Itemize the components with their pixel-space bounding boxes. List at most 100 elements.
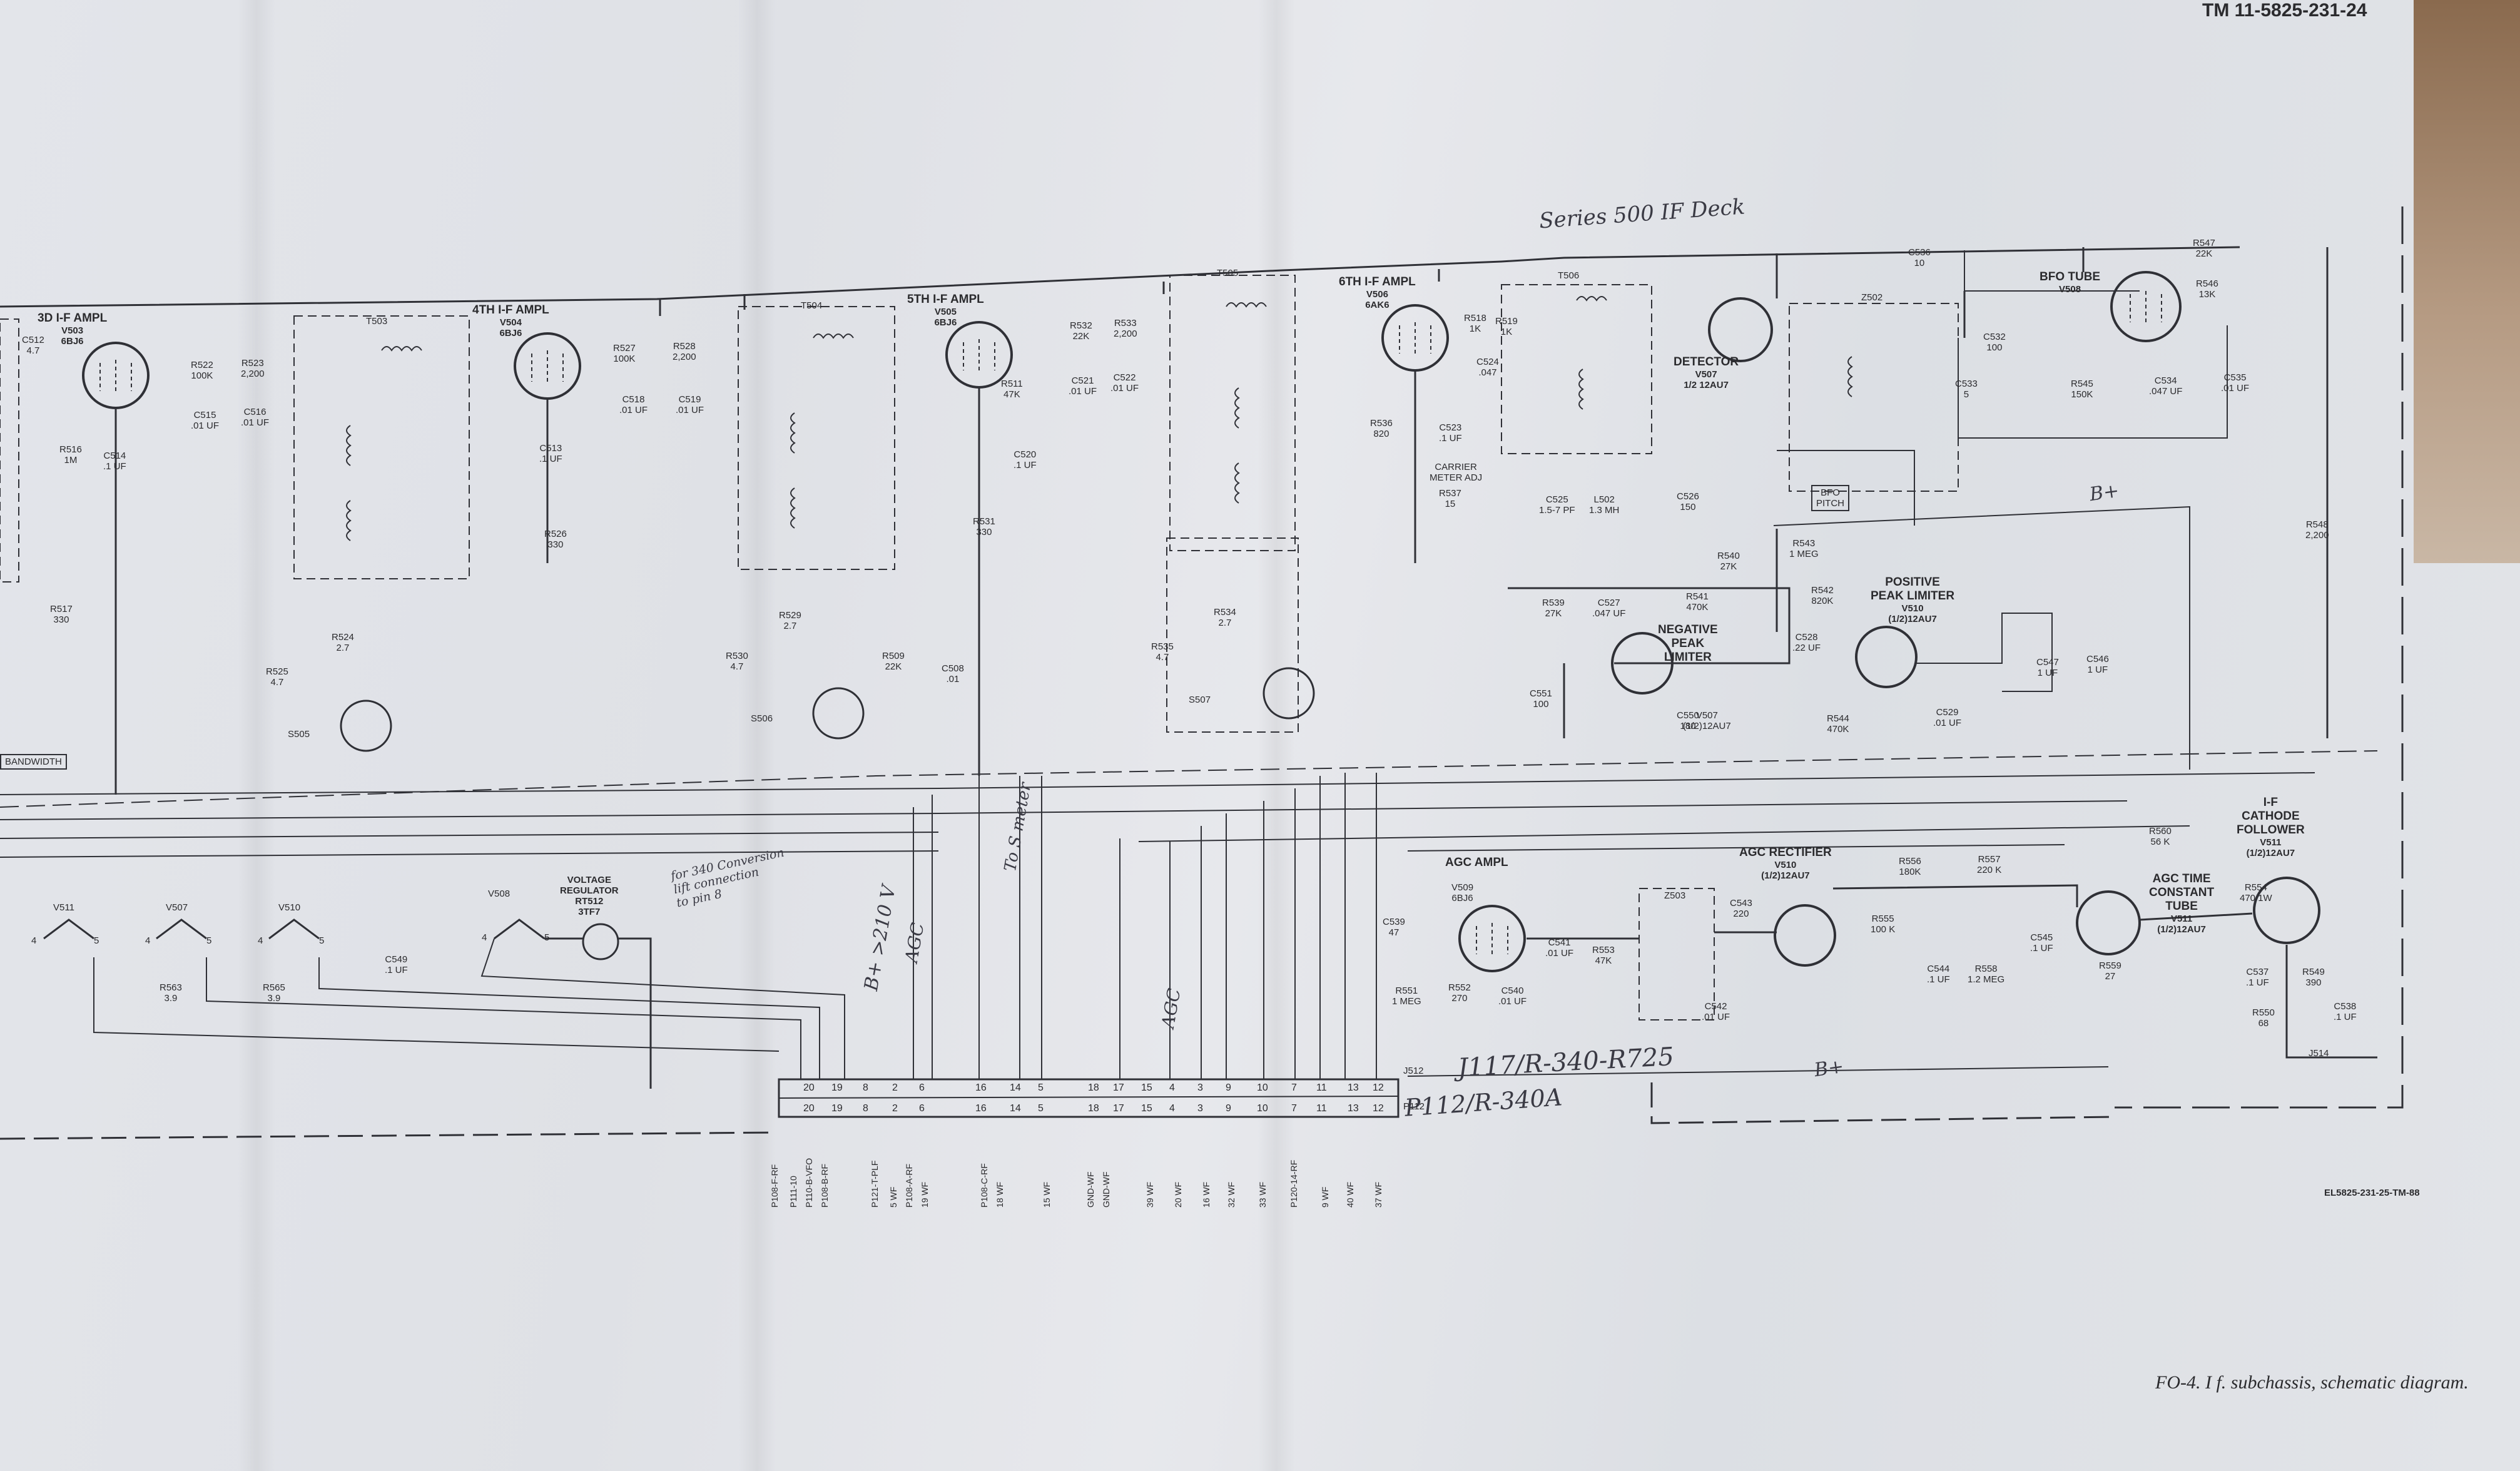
component-value: 100 (1533, 699, 1549, 710)
component-value: 330 (53, 614, 69, 625)
component-ref: C534 (2154, 375, 2177, 386)
connector-pin-bottom: 5 (1038, 1103, 1044, 1114)
label-j512: J512 (1403, 1066, 1424, 1076)
connector-pin-top: 11 (1316, 1082, 1327, 1093)
connector-pin-bottom: 3 (1197, 1103, 1203, 1114)
component-c542: C542.01 UF (1702, 1001, 1730, 1022)
label-t505: T505 (1217, 268, 1239, 278)
label-s506: S506 (751, 713, 773, 724)
filament-pin: 4 (145, 935, 151, 946)
component-value: .1 UF (1014, 460, 1037, 471)
component-c513: C513.1 UF (539, 443, 562, 464)
connector-wire-label: P108-B-RF (820, 1163, 830, 1208)
connector-wire-label: GND-WF (1101, 1171, 1111, 1208)
component-c538: C538.1 UF (2334, 1001, 2357, 1022)
connector-pin-top: 6 (919, 1082, 925, 1093)
component-value: .1 UF (385, 965, 408, 975)
component-ref: R560 (2149, 826, 2172, 837)
component-ref: R552 (1448, 982, 1471, 993)
component-ref: C539 (1383, 917, 1405, 927)
component-ref: R530 (726, 651, 748, 661)
component-ref: C528 (1795, 632, 1818, 643)
component-value: 1M (64, 455, 78, 466)
component-value: .1 UF (1439, 433, 1462, 444)
component-c541: C541.01 UF (1545, 937, 1573, 959)
component-c534: C534.047 UF (2149, 375, 2182, 397)
component-value: .1 UF (1927, 974, 1950, 985)
component-ref: C532 (1983, 332, 2006, 342)
component-ref: C541 (1548, 937, 1571, 948)
component-ref: R516 (59, 444, 82, 455)
component-ref: C544 (1927, 964, 1950, 974)
label-z503: Z503 (1664, 890, 1686, 901)
connector-pin-bottom: 10 (1257, 1103, 1268, 1114)
component-value: 3.9 (164, 993, 178, 1004)
component-value: 270 (1451, 993, 1468, 1004)
component-value: 470 1W (2240, 893, 2272, 903)
component-value: 47 (1388, 927, 1400, 938)
component-ref: C535 (2223, 372, 2247, 383)
component-c535: C535.01 UF (2221, 372, 2249, 394)
component-value: 4.7 (270, 677, 284, 688)
component-ref: R542 (1811, 585, 1834, 596)
component-value: 2.7 (336, 643, 350, 653)
component-c528: C528.22 UF (1792, 632, 1821, 653)
component-c520: C520.1 UF (1014, 449, 1037, 471)
component-ref: R534 (1214, 607, 1236, 618)
connector-wire-label: 16 WF (1201, 1181, 1211, 1208)
connector-pin-top: 9 (1226, 1082, 1231, 1093)
component-c518: C518.01 UF (619, 394, 648, 415)
connector-pin-bottom: 4 (1169, 1103, 1175, 1114)
component-ref: R509 (882, 651, 905, 661)
filament-pin: 5 (319, 935, 325, 946)
component-ref: C516 (243, 407, 267, 417)
component-value: .01 UF (619, 405, 648, 415)
component-ref: C529 (1936, 707, 1959, 718)
component-c549: C549.1 UF (385, 954, 408, 975)
component-value: 1 UF (2087, 664, 2108, 675)
component-ref: C515 (193, 410, 216, 420)
component-ref: R527 (613, 343, 636, 354)
connector-pin-top: 5 (1038, 1082, 1044, 1093)
component-c537: C537.1 UF (2246, 967, 2269, 988)
filament-v511: V511 (53, 902, 74, 913)
component-value: .047 (1478, 367, 1497, 378)
component-value: 22K (2195, 248, 2213, 259)
connector-pin-bottom: 18 (1088, 1103, 1099, 1114)
stage-agc-ampl: AGC AMPL (1445, 856, 1508, 869)
component-ref: R559 (2099, 960, 2121, 971)
paper-fold (1257, 0, 1295, 1471)
connector-wire-label: P108-A-RF (904, 1163, 914, 1208)
component-c516: C516.01 UF (241, 407, 269, 428)
connector-pin-top: 8 (863, 1082, 868, 1093)
component-value: 100K (191, 370, 213, 381)
label-t504: T504 (801, 300, 823, 311)
connector-pin-bottom: 8 (863, 1103, 868, 1114)
component-value: .01 UF (241, 417, 270, 428)
component-value: 330 (547, 539, 564, 550)
component-value: 1.5-7 PF (1539, 505, 1575, 516)
connector-pin-bottom: 2 (892, 1103, 898, 1114)
